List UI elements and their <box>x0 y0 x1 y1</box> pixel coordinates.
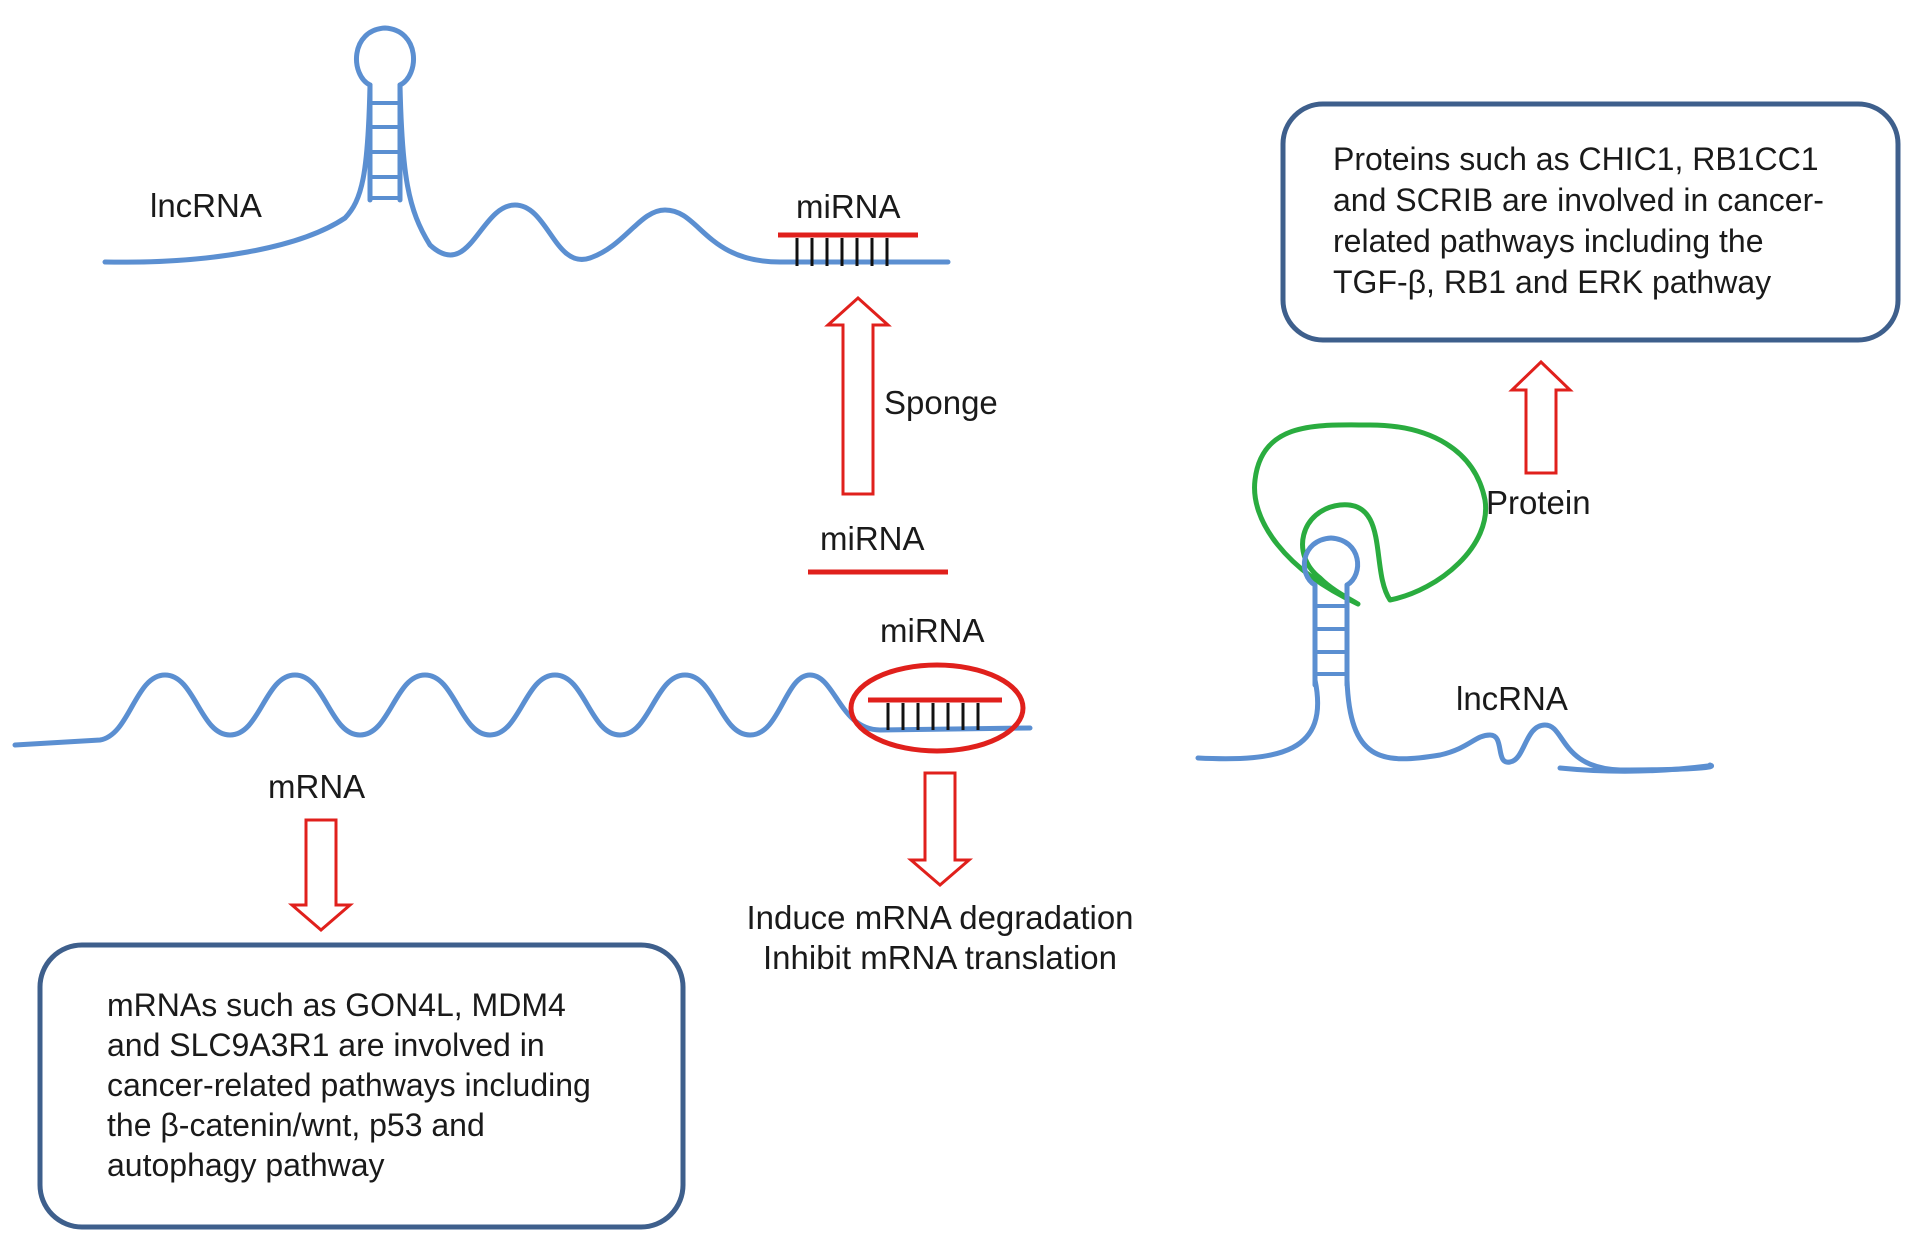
protein-box-line: related pathways including the <box>1333 223 1764 259</box>
degradation-arrow-down <box>906 771 974 887</box>
base-pairs-bottom <box>886 703 980 730</box>
lncrna-right-strand <box>1195 677 1715 773</box>
mirna-free-label: miRNA <box>820 520 925 557</box>
mrna-arrow-down <box>287 818 355 932</box>
lncrna-top-loop <box>354 25 416 88</box>
mrna-box-border <box>37 942 686 1230</box>
mrna-box-line: and SLC9A3R1 are involved in <box>107 1027 545 1063</box>
mrna-label: mRNA <box>268 768 365 805</box>
lncrna-right-label: lncRNA <box>1456 680 1568 717</box>
protein-box-line: and SCRIB are involved in cancer- <box>1333 182 1824 218</box>
lncrna-top-group: lncRNA miRNA <box>102 25 951 266</box>
mrna-box-line: the β-catenin/wnt, p53 and <box>107 1107 485 1143</box>
protein-arrow-up <box>1508 359 1574 475</box>
effect-degradation: Induce mRNA degradation <box>746 899 1133 936</box>
protein-box-line: Proteins such as CHIC1, RB1CC1 <box>1333 141 1819 177</box>
protein-label: Protein <box>1486 484 1591 521</box>
protein-binding-group: Proteins such as CHIC1, RB1CC1 and SCRIB… <box>1195 101 1901 774</box>
mrna-box-line: mRNAs such as GON4L, MDM4 <box>107 987 566 1023</box>
sponge-arrow-up <box>824 295 892 496</box>
base-pairs-top <box>795 238 889 266</box>
mrna-box: mRNAs such as GON4L, MDM4 and SLC9A3R1 a… <box>37 942 686 1230</box>
mrna-strand <box>12 672 1033 748</box>
sponge-group: Sponge miRNA <box>808 295 998 575</box>
lncrna-top-strand <box>102 82 951 265</box>
lncrna-top-label: lncRNA <box>150 187 262 224</box>
mirna-binding-circle <box>848 662 1026 754</box>
mrna-group: miRNA mRNA Induce mRNA degradation Inhib… <box>12 612 1134 976</box>
lncrna-right-loop <box>1301 535 1361 588</box>
mrna-box-line: autophagy pathway <box>107 1147 385 1183</box>
mirna-bottom-label: miRNA <box>880 612 985 649</box>
mrna-box-line: cancer-related pathways including <box>107 1067 591 1103</box>
protein-box-line: TGF-β, RB1 and ERK pathway <box>1333 264 1771 300</box>
mirna-top-label: miRNA <box>796 188 901 225</box>
effect-translation: Inhibit mRNA translation <box>763 939 1117 976</box>
sponge-label: Sponge <box>884 384 998 421</box>
protein-shape <box>1252 422 1489 607</box>
lncrna-right-tail <box>1557 763 1711 774</box>
protein-box-border <box>1280 101 1901 343</box>
